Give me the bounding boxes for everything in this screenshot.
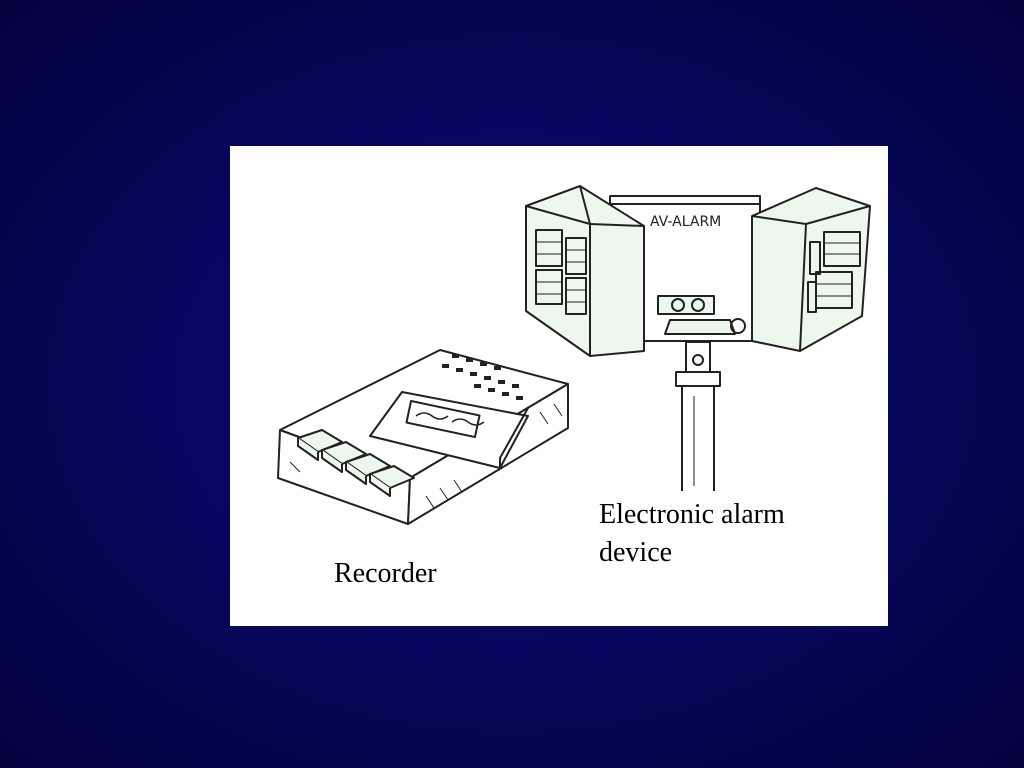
recorder-caption: Recorder — [334, 558, 437, 589]
alarm-and-recorder-drawing: AV-ALARM — [277, 185, 871, 525]
alarm-sign-label: AV-ALARM — [650, 214, 721, 230]
alarm-pole — [675, 341, 721, 491]
alarm-device — [525, 185, 871, 491]
recorder-device — [277, 349, 569, 525]
recorder-speaker-holes — [442, 354, 523, 400]
alarm-right-speaker — [751, 187, 871, 352]
alarm-left-speaker — [525, 185, 645, 357]
alarm-caption: Electronic alarm device — [599, 499, 785, 568]
illustration-panel: AV-ALARM Electronic alarm device Recorde… — [230, 146, 888, 626]
recorder-keys — [297, 429, 415, 497]
